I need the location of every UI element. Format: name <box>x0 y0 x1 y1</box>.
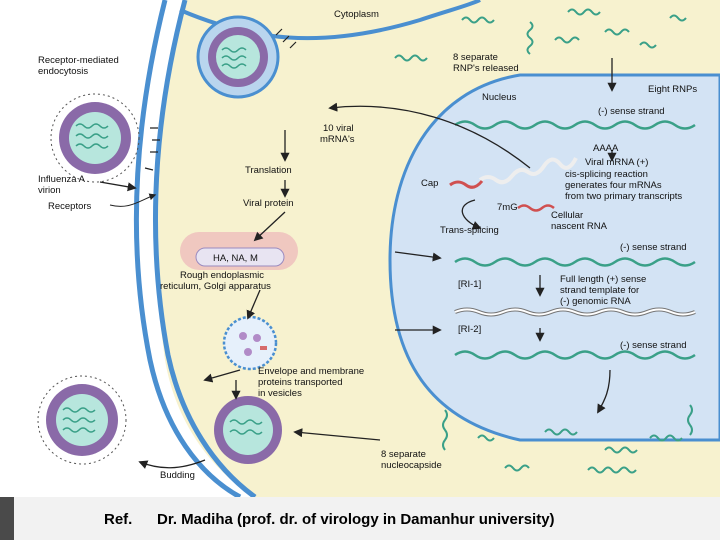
label-rer-2: reticulum, Golgi apparatus <box>160 281 271 292</box>
label-rnps-released-2: RNP's released <box>453 63 519 74</box>
label-viral-mrnas-1: 10 viral <box>323 123 354 134</box>
process-arrows <box>99 58 617 469</box>
label-envelope-1: Envelope and membrane <box>258 366 364 377</box>
cellular-nascent-rna <box>517 204 555 212</box>
label-m7g: 7mG <box>497 202 518 213</box>
virion-budding <box>37 375 127 465</box>
label-ha-na-m: HA, NA, M <box>213 253 258 264</box>
label-envelope-3: in vesicles <box>258 388 302 399</box>
label-eight-rnps: Eight RNPs <box>648 84 697 95</box>
label-cytoplasm: Cytoplasm <box>334 9 379 20</box>
virion-influenza-a <box>50 93 140 183</box>
footer-accent-bar <box>0 497 14 540</box>
receptor-ticks <box>144 28 297 171</box>
label-neg-sense-3: (-) sense strand <box>620 340 687 351</box>
label-receptor-mediated: Receptor-mediated <box>38 55 119 66</box>
label-nucleus: Nucleus <box>482 92 517 103</box>
virion-assembling <box>214 396 282 464</box>
cell-membrane-inner <box>153 0 257 497</box>
rnp-squiggles-top <box>394 8 687 62</box>
cell-membrane-outer <box>134 0 242 497</box>
label-cis-splicing-1: cis-splicing reaction <box>565 169 648 180</box>
virion-endocytosis <box>196 15 280 99</box>
label-cap: Cap <box>421 178 438 189</box>
rnp-squiggles-bottom <box>442 404 693 474</box>
label-cis-splicing-3: from two primary transcripts <box>565 191 682 202</box>
label-neg-sense-2: (-) sense strand <box>620 242 687 253</box>
golgi <box>195 247 285 267</box>
receptor-pointer <box>109 193 157 207</box>
label-rnps-released-1: 8 separate <box>453 52 498 63</box>
nucleus-strands <box>454 120 696 360</box>
label-cellular-rna-1: Cellular <box>551 210 583 221</box>
label-full-length-2: strand template for <box>560 285 639 296</box>
reference-footer: Ref. Dr. Madiha (prof. dr. of virology i… <box>0 497 720 540</box>
label-influenza-1: Influenza A <box>38 174 86 185</box>
label-cis-splicing-2: generates four mRNAs <box>565 180 662 191</box>
label-envelope-2: proteins transported <box>258 377 343 388</box>
label-rer-1: Rough endoplasmic <box>180 270 264 281</box>
label-aaaa: AAAA <box>593 143 619 154</box>
label-influenza-2: virion <box>38 185 61 196</box>
label-full-length-1: Full length (+) sense <box>560 274 646 285</box>
label-cellular-rna-2: nascent RNA <box>551 221 608 232</box>
cap-segment <box>449 180 484 189</box>
label-translation: Translation <box>245 165 292 176</box>
reference-text: Dr. Madiha (prof. dr. of virology in Dam… <box>157 511 555 528</box>
label-ri2: [RI-2] <box>458 324 481 335</box>
label-receptors: Receptors <box>48 201 92 212</box>
label-viral-mrna: Viral mRNA (+) <box>585 157 648 168</box>
label-budding: Budding <box>160 470 195 481</box>
label-full-length-3: (-) genomic RNA <box>560 296 631 307</box>
positive-strand-template-core <box>454 308 696 316</box>
label-nucleocapsids-2: nucleocapside <box>381 460 442 471</box>
nucleus <box>388 73 720 442</box>
label-ri1: [RI-1] <box>458 279 481 290</box>
label-viral-protein: Viral protein <box>243 198 294 209</box>
transport-vesicle <box>222 315 278 371</box>
influenza-replication-diagram: Cytoplasm Receptor-mediated endocytosis … <box>37 0 720 497</box>
viral-mrna-strand <box>478 157 578 185</box>
label-viral-mrnas-2: mRNA's <box>320 134 355 145</box>
label-nucleocapsids-1: 8 separate <box>381 449 426 460</box>
label-neg-sense-1: (-) sense strand <box>598 106 665 117</box>
label-endocytosis: endocytosis <box>38 66 88 77</box>
reference-label: Ref. <box>104 511 133 528</box>
label-trans-splicing: Trans-splicing <box>440 225 499 236</box>
